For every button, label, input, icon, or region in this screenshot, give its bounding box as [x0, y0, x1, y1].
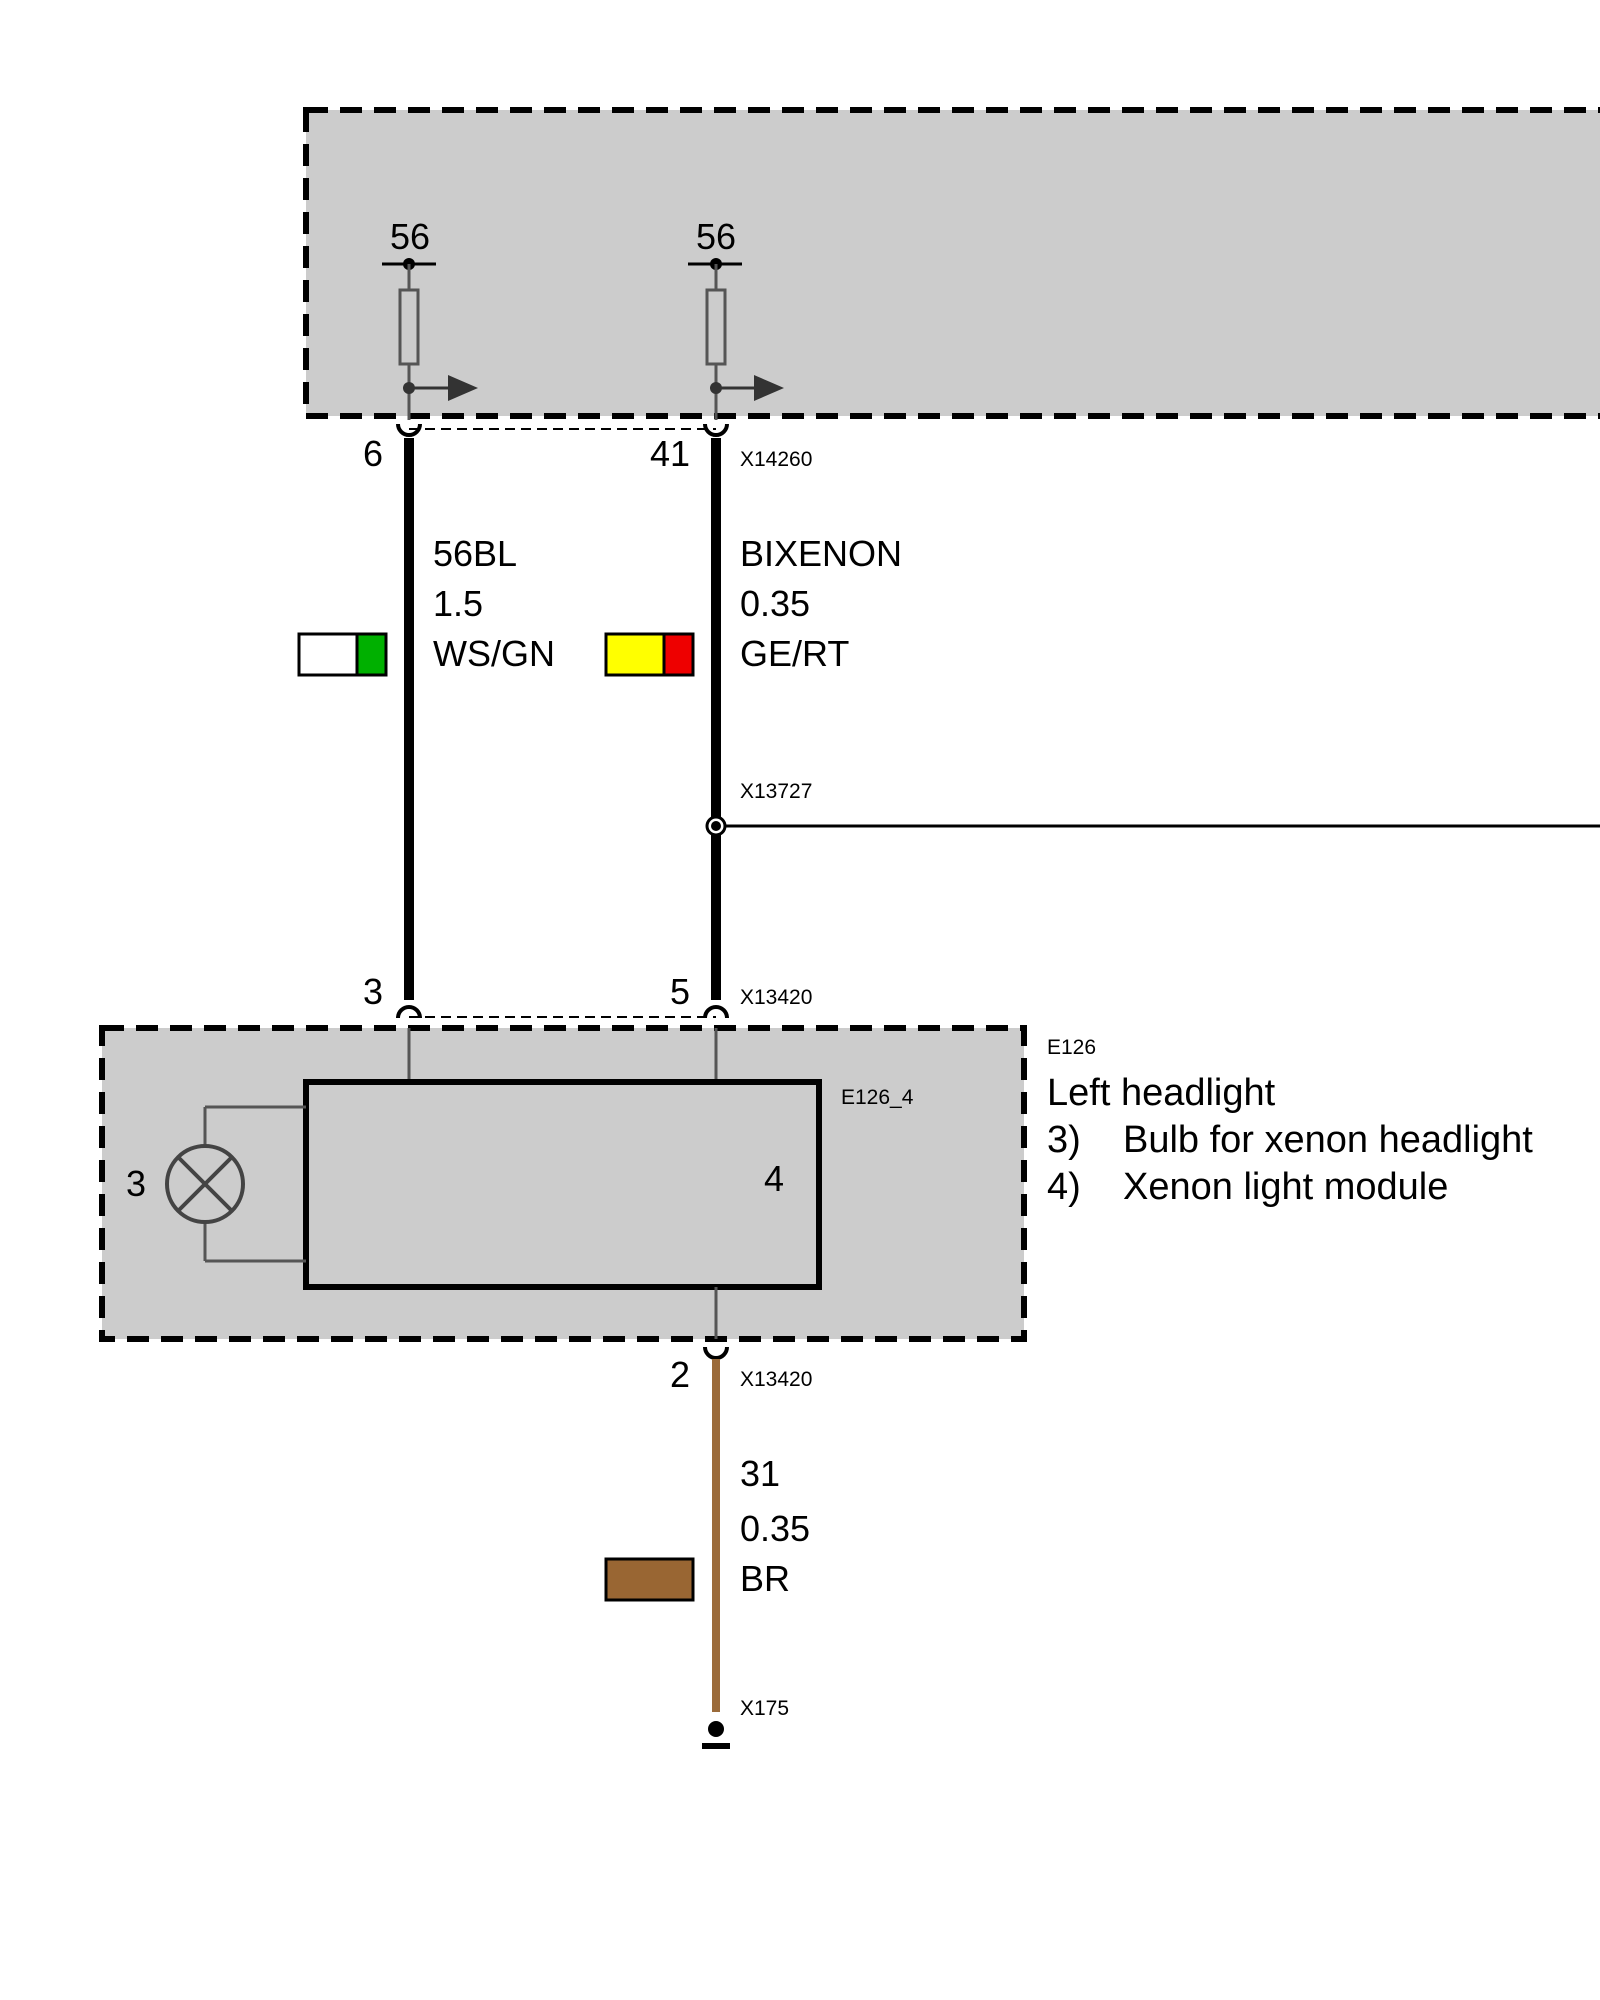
pin-socket-left-icon: [396, 423, 422, 437]
resistor-right-icon: [705, 288, 727, 366]
pin-plug-left-icon: [396, 1005, 422, 1019]
legend-item-3-number: 3): [1047, 1119, 1081, 1161]
ground-point-icon: [708, 1721, 724, 1737]
arrow-left-icon: [448, 375, 478, 401]
wire-56bl: 56BL 1.5 WS/GN: [297, 438, 555, 1000]
resistor-left-icon: [398, 288, 420, 366]
arrow-right-icon: [754, 375, 784, 401]
supply-left-label: 56: [390, 216, 430, 257]
ground-wire-color-swatch: [604, 1557, 695, 1602]
splice-x13727: X13727: [705, 780, 1600, 837]
wire-bixenon: BIXENON 0.35 GE/RT: [604, 438, 902, 1000]
headlight-e126: 4 3 E126 E126_4 Left headlight 3) Bulb f…: [99, 1025, 1533, 1342]
bulb-number-label: 3: [126, 1163, 146, 1204]
pin-plug-right-icon: [703, 1005, 729, 1019]
pin-5-label: 5: [670, 971, 690, 1012]
supply-left: 56: [382, 216, 478, 420]
pin-6-label: 6: [363, 433, 383, 474]
wire-right-gauge: 0.35: [740, 583, 810, 624]
pin-41-label: 41: [650, 433, 690, 474]
wire-right-color-swatch: [604, 632, 695, 677]
component-id-label: E126: [1047, 1036, 1096, 1059]
connector-x14260-label: X14260: [740, 448, 812, 471]
wire-left-color-swatch: [297, 632, 388, 677]
top-module-box: [303, 107, 1600, 419]
pin-2-label: 2: [670, 1354, 690, 1395]
ground-point-label: X175: [740, 1697, 789, 1720]
splice-label: X13727: [740, 780, 812, 803]
ground-wire-name: 31: [740, 1453, 780, 1494]
wire-left-color-code: WS/GN: [433, 633, 555, 674]
module-number-label: 4: [764, 1158, 784, 1199]
wire-right-name: BIXENON: [740, 533, 902, 574]
ground-wire-color-code: BR: [740, 1558, 790, 1599]
xenon-module-box: [303, 1079, 822, 1290]
legend-item-3-text: Bulb for xenon headlight: [1123, 1119, 1533, 1161]
pin-socket-bottom-icon: [703, 1346, 729, 1360]
legend-item-4-number: 4): [1047, 1166, 1081, 1208]
connector-x13420-top-label: X13420: [740, 986, 812, 1009]
wire-left-gauge: 1.5: [433, 583, 483, 624]
connector-x14260: 6 41 X14260: [363, 423, 812, 474]
supply-right-label: 56: [696, 216, 736, 257]
wire-right-color-code: GE/RT: [740, 633, 849, 674]
headlight-title: Left headlight: [1047, 1072, 1276, 1114]
ground-wire-gauge: 0.35: [740, 1508, 810, 1549]
wire-left-name: 56BL: [433, 533, 517, 574]
legend-item-4-text: Xenon light module: [1123, 1166, 1448, 1208]
connector-x13420-bottom-label: X13420: [740, 1368, 812, 1391]
pin-3-label: 3: [363, 971, 383, 1012]
wire-31-ground: 31 0.35 BR X175: [604, 1359, 810, 1749]
sub-id-label: E126_4: [841, 1086, 914, 1109]
xenon-bulb: 3: [126, 1105, 306, 1263]
pin-socket-right-icon: [703, 423, 729, 437]
supply-right: 56: [688, 216, 784, 420]
top-control-module: 56 56: [303, 107, 1600, 420]
connector-x13420-bottom: 2 X13420: [670, 1346, 812, 1395]
connector-x13420-top: 3 5 X13420: [363, 971, 812, 1019]
